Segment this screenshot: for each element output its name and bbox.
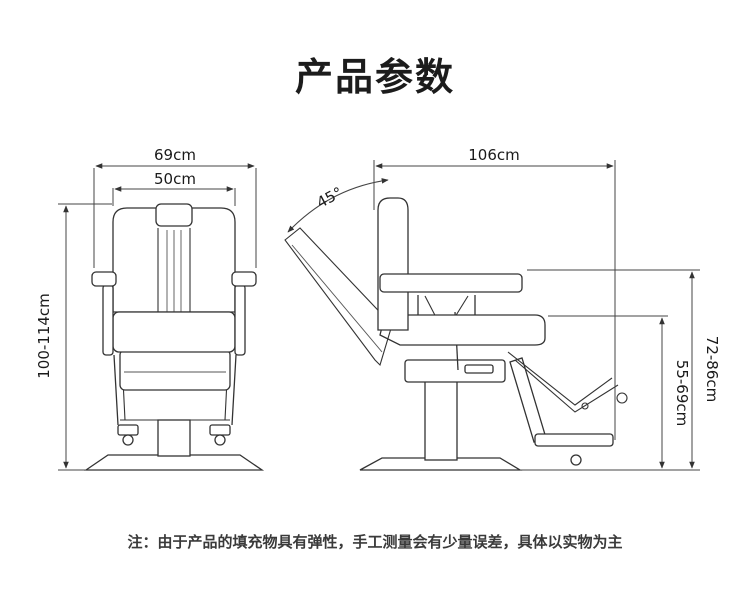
seat-height-dimension: 55-69cm	[548, 315, 691, 469]
side-length-dimension: 106cm	[373, 146, 616, 440]
front-seat-width-dimension: 50cm	[112, 170, 236, 206]
recline-angle-dimension: 45°	[287, 178, 389, 233]
page-title: 产品参数	[294, 55, 455, 99]
front-height-dimension: 100-114cm	[35, 203, 112, 471]
front-view-chair	[83, 203, 265, 471]
front-width-dimension: 69cm	[93, 146, 257, 268]
armrest-height-dimension: 72-86cm	[520, 269, 721, 471]
front-seat-width-label: 50cm	[154, 170, 196, 188]
side-length-label: 106cm	[468, 146, 520, 164]
recline-angle-label: 45°	[314, 183, 346, 211]
disclaimer-note: 注：由于产品的填充物具有弹性，手工测量会有少量误差，具体以实物为主	[127, 533, 623, 551]
front-outer-width-label: 69cm	[154, 146, 196, 164]
side-view-chair	[284, 197, 628, 471]
armrest-height-label: 72-86cm	[703, 336, 721, 402]
front-height-label: 100-114cm	[35, 293, 53, 379]
seat-height-label: 55-69cm	[673, 360, 691, 426]
